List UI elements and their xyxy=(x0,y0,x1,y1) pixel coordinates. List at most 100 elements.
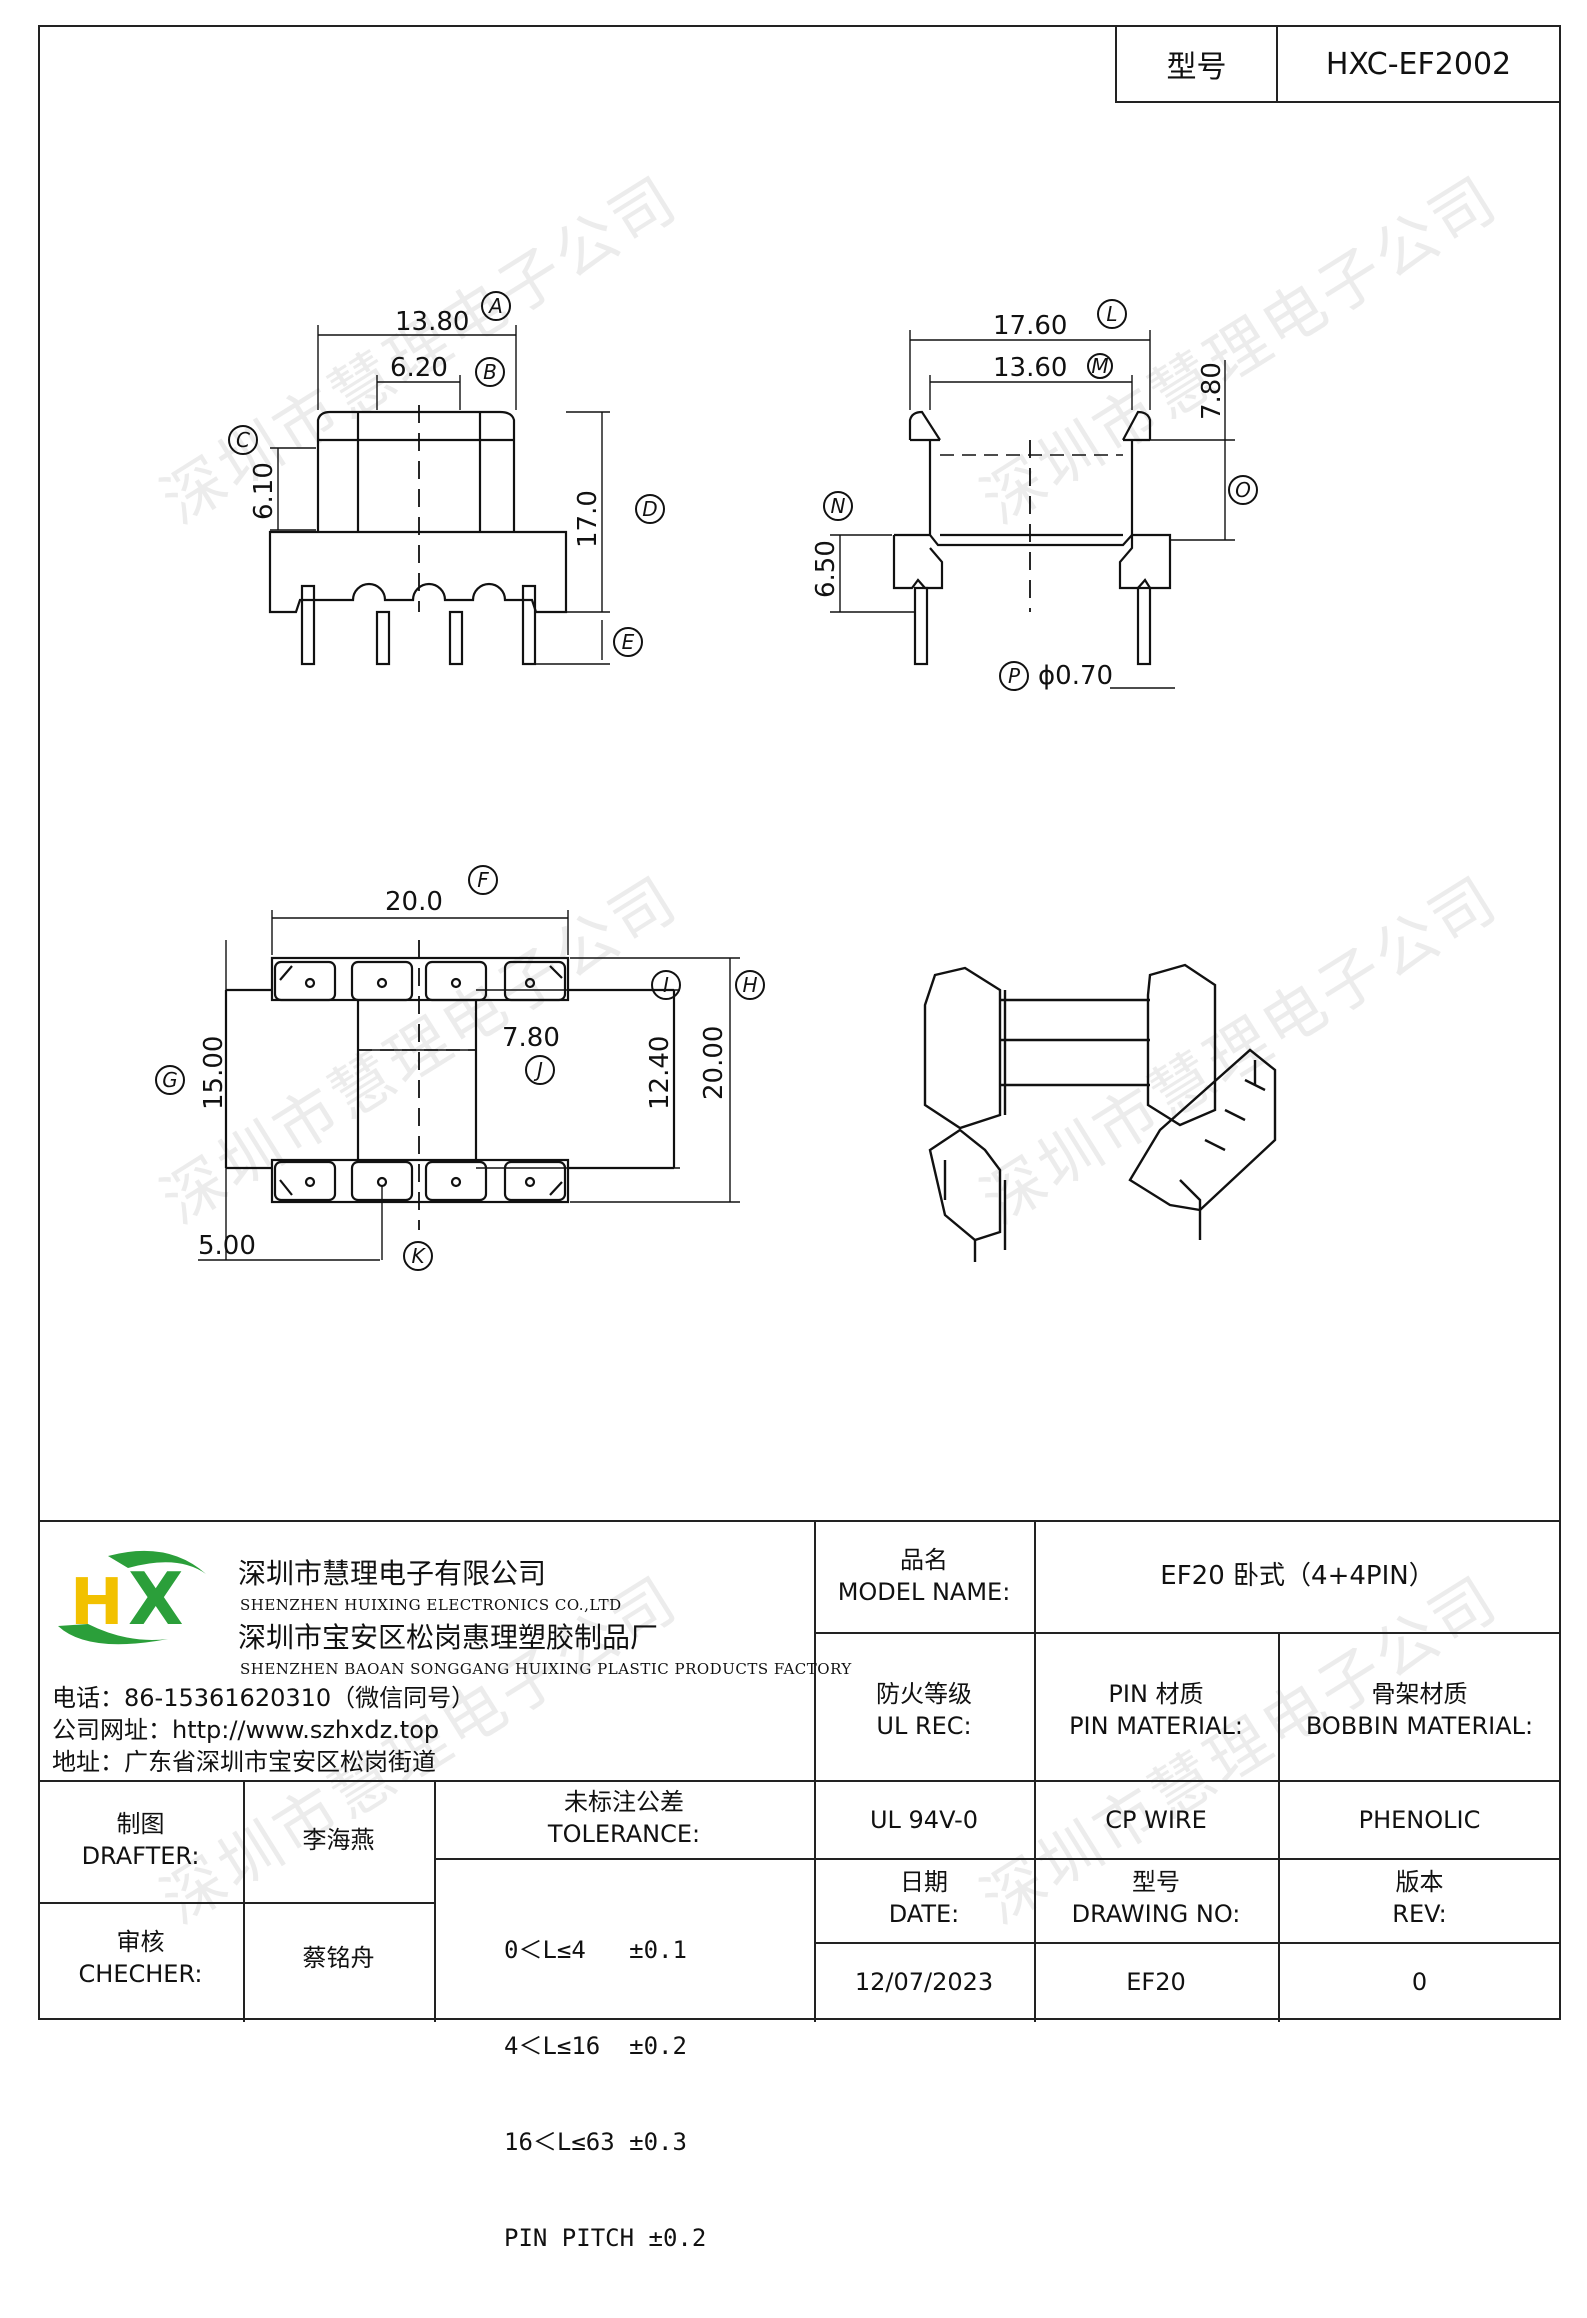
factory-name-cn: 深圳市宝安区松岗惠理塑胶制品厂 xyxy=(238,1621,659,1654)
callout-f: F xyxy=(468,865,498,895)
callout-m: M xyxy=(1087,353,1113,379)
front-view xyxy=(268,325,610,666)
dim-i: 12.40 xyxy=(645,1036,675,1110)
dim-j: 7.80 xyxy=(502,1023,560,1053)
svg-text:B: B xyxy=(483,360,497,384)
svg-text:F: F xyxy=(477,868,489,892)
company-address: 地址：广东省深圳市宝安区松岗街道 xyxy=(52,1748,436,1776)
dimension-labels: 13.80 6.20 6.10 17.0 17.60 13.60 7.80 6.… xyxy=(198,307,1227,1261)
dim-d: 17.0 xyxy=(573,490,603,548)
company-website: 公司网址：http://www.szhxdz.top xyxy=(52,1716,440,1744)
callout-o: O xyxy=(1228,475,1258,505)
svg-text:J: J xyxy=(533,1058,543,1082)
svg-text:H: H xyxy=(742,973,757,997)
title-block: H X 深圳市慧理电子有限公司 SHENZHEN HUIXING ELECTRO… xyxy=(38,1520,1561,2252)
dim-a: 13.80 xyxy=(395,307,469,337)
dim-m: 13.60 xyxy=(993,353,1067,383)
bobbin-material-value: PHENOLIC xyxy=(1358,1806,1481,1834)
dim-l: 17.60 xyxy=(993,311,1067,341)
svg-text:O: O xyxy=(1235,478,1251,502)
tolerance-row: PIN PITCH ±0.2 xyxy=(504,2224,707,2252)
checker-name: 蔡铭舟 xyxy=(302,1944,375,1972)
logo-letter-x: X xyxy=(128,1557,184,1641)
dim-p: ϕ0.70 xyxy=(1038,661,1113,691)
svg-text:C: C xyxy=(236,428,250,452)
callout-l: L xyxy=(1097,299,1127,329)
divider xyxy=(1278,1632,1280,2022)
drawing-no-value: EF20 xyxy=(1126,1968,1186,1996)
callout-a: A xyxy=(481,291,511,321)
company-name-en: SHENZHEN HUIXING ELECTRONICS CO.,LTD xyxy=(240,1596,622,1614)
logo-swoosh xyxy=(58,1624,168,1645)
company-phone: 电话：86-15361620310（微信同号） xyxy=(52,1684,476,1712)
bottom-view xyxy=(198,910,740,1261)
callout-j: J xyxy=(525,1055,555,1085)
callout-n: N xyxy=(823,491,853,521)
drawing-frame xyxy=(38,25,1561,2020)
svg-text:K: K xyxy=(411,1244,426,1268)
svg-text:P: P xyxy=(1008,664,1021,688)
callout-p: P xyxy=(999,661,1029,691)
company-name-cn: 深圳市慧理电子有限公司 xyxy=(238,1557,547,1590)
callout-c: C xyxy=(228,425,258,455)
dim-b: 6.20 xyxy=(390,353,448,383)
divider xyxy=(38,1902,434,1904)
tolerance-row: 0＜L≤4 ±0.1 xyxy=(504,1936,687,1964)
callout-i: I xyxy=(651,970,681,1000)
svg-text:N: N xyxy=(831,494,846,518)
svg-text:G: G xyxy=(162,1068,178,1092)
factory-name-en: SHENZHEN BAOAN SONGGANG HUIXING PLASTIC … xyxy=(240,1660,852,1678)
svg-text:L: L xyxy=(1106,302,1117,326)
divider xyxy=(243,1780,245,2022)
divider xyxy=(38,1780,1561,1782)
divider xyxy=(434,1780,436,2022)
divider xyxy=(814,1858,1561,1860)
callout-k: K xyxy=(403,1241,433,1271)
callouts: A B C D E L M O N P F I J H G K xyxy=(155,291,1258,1271)
divider xyxy=(814,1942,1561,1944)
dim-c: 6.10 xyxy=(249,462,279,520)
svg-text:I: I xyxy=(663,973,669,997)
dim-g: 15.00 xyxy=(199,1036,229,1110)
callout-g: G xyxy=(155,1065,185,1095)
tolerance-row: 16＜L≤63 ±0.3 xyxy=(504,2128,687,2156)
model-number-value: HXC-EF2002 xyxy=(1325,46,1512,82)
date-value: 12/07/2023 xyxy=(854,1968,994,1996)
logo-letter-h: H xyxy=(70,1566,124,1640)
tolerance-table: 0＜L≤4 ±0.1 4＜L≤16 ±0.2 16＜L≤63 ±0.3 PIN … xyxy=(504,1870,706,2318)
callout-b: B xyxy=(475,357,505,387)
callout-d: D xyxy=(635,494,665,524)
svg-text:D: D xyxy=(642,497,657,521)
dim-f: 20.0 xyxy=(385,887,443,917)
side-view xyxy=(830,330,1235,689)
divider xyxy=(1034,1522,1036,2022)
callout-h: H xyxy=(735,970,765,1000)
fire-rating-value: UL 94V-0 xyxy=(869,1806,979,1834)
svg-text:A: A xyxy=(487,294,503,318)
svg-text:M: M xyxy=(1091,354,1108,378)
pin-pads xyxy=(273,960,567,1202)
dim-h: 20.00 xyxy=(699,1026,729,1100)
pin-material-value: CP WIRE xyxy=(1105,1806,1207,1834)
dim-n: 6.50 xyxy=(811,540,841,598)
divider xyxy=(814,1632,1561,1634)
dim-k: 5.00 xyxy=(198,1231,256,1261)
isometric-view xyxy=(923,963,1277,1262)
company-logo: H X xyxy=(58,1550,206,1645)
drafter-name: 李海燕 xyxy=(302,1826,375,1854)
product-name-value: EF20 卧式（4+4PIN） xyxy=(1160,1561,1435,1591)
divider xyxy=(814,1522,816,2022)
svg-text:E: E xyxy=(622,630,635,654)
dim-o: 7.80 xyxy=(1197,362,1227,420)
technical-drawing: 13.80 6.20 6.10 17.0 17.60 13.60 7.80 6.… xyxy=(155,291,1277,1271)
